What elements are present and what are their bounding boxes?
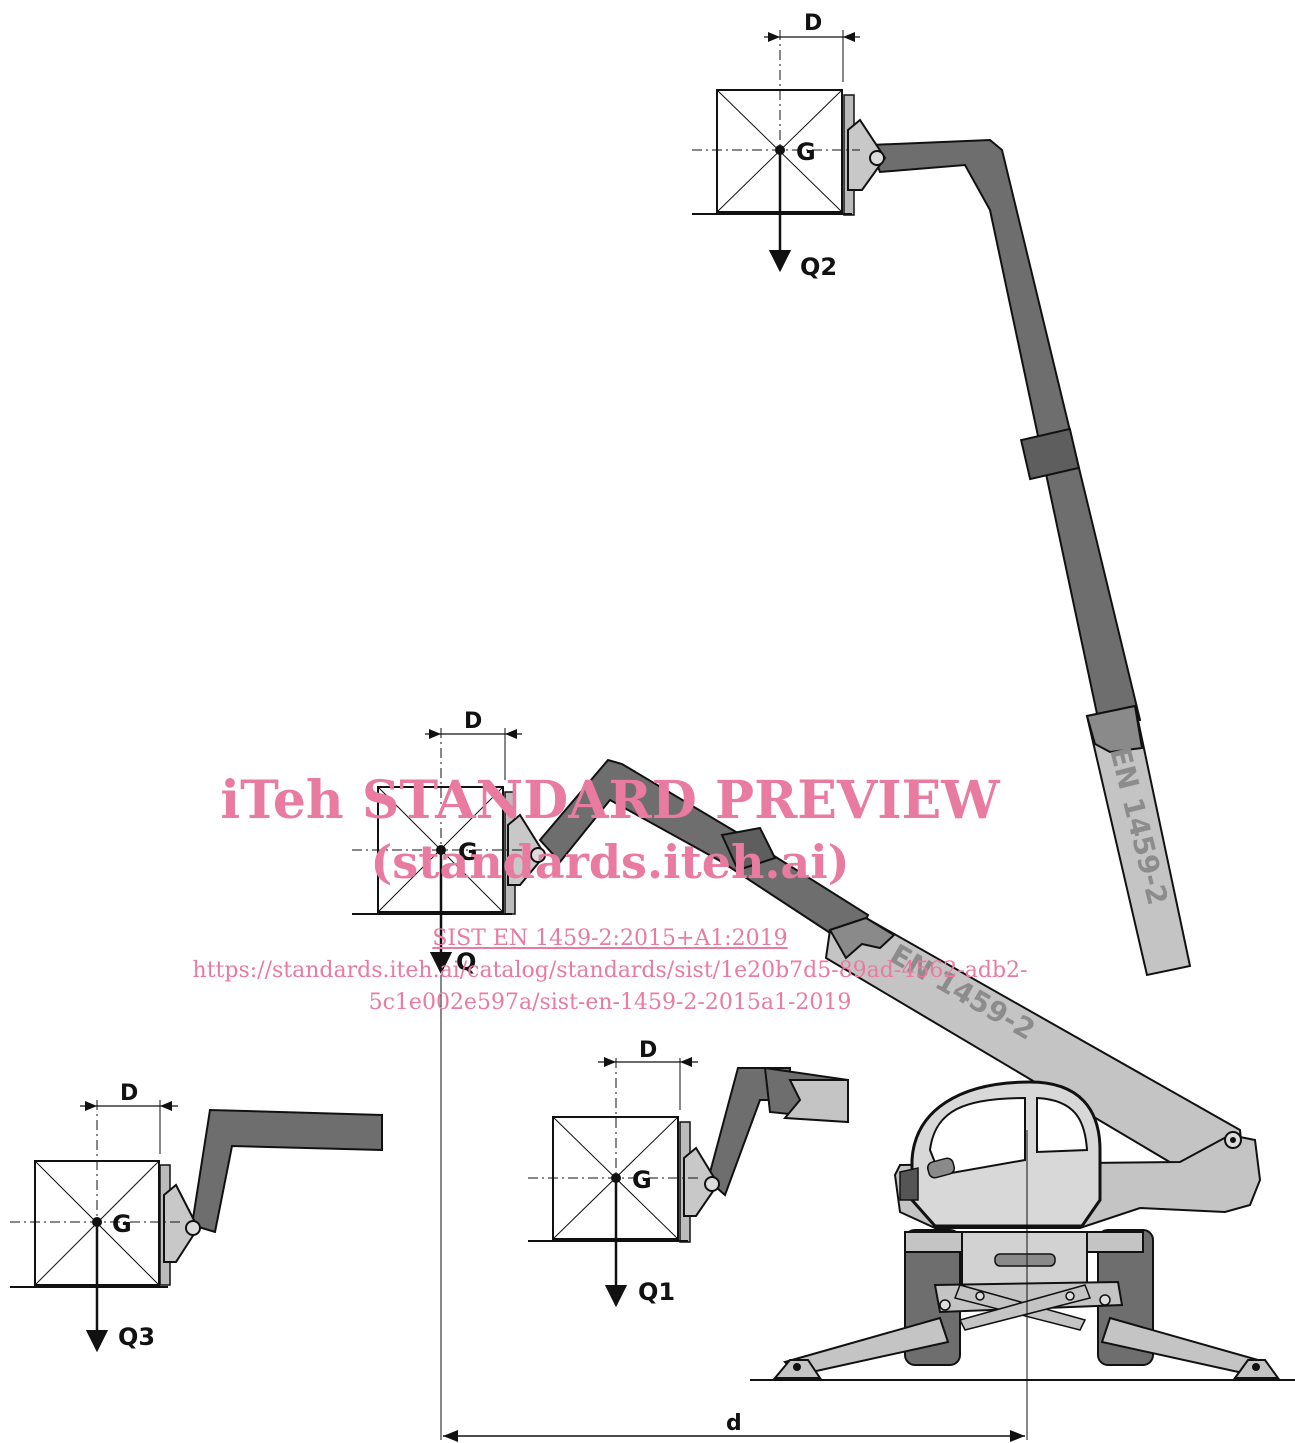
watermark-url-line2[interactable]: 5c1e002e597a/sist-en-1459-2-2015a1-2019: [368, 990, 852, 1015]
telehandler-machine: [750, 1080, 1295, 1440]
centre-label-middle: G: [458, 838, 478, 866]
load-label-q3: Q3: [118, 1323, 155, 1351]
dimension-label-upper: D: [804, 11, 822, 36]
dimension-label-lower-left: D: [120, 1081, 138, 1106]
load-box-lower-left: D G Q3: [10, 1081, 201, 1353]
load-box-lower-mid: D G Q1: [528, 1038, 720, 1308]
distance-dimension: d: [443, 1411, 1025, 1442]
lower-left-boom: [190, 1108, 383, 1234]
load-box-upper: D G Q2: [692, 11, 887, 281]
centre-label-lower-left: G: [112, 1210, 132, 1238]
dimension-label-lower-mid: D: [639, 1038, 657, 1063]
watermark-title: iTeh STANDARD PREVIEW: [220, 770, 1000, 831]
watermark-standard-link[interactable]: SIST EN 1459-2:2015+A1:2019: [432, 926, 788, 951]
lower-mid-boom: [706, 1066, 849, 1197]
centre-label-lower-mid: G: [632, 1166, 652, 1194]
watermark-subtitle: (standards.iteh.ai): [370, 835, 850, 889]
load-box-middle: D G Q: [352, 709, 547, 1440]
load-label-q: Q: [456, 948, 476, 976]
watermark-url-line1[interactable]: https://standards.iteh.ai/catalog/standa…: [192, 958, 1028, 983]
load-label-q1: Q1: [638, 1278, 675, 1306]
dimension-label-middle: D: [464, 709, 482, 734]
centre-label-upper: G: [796, 138, 816, 166]
load-label-q2: Q2: [800, 253, 837, 281]
distance-label: d: [726, 1411, 742, 1436]
